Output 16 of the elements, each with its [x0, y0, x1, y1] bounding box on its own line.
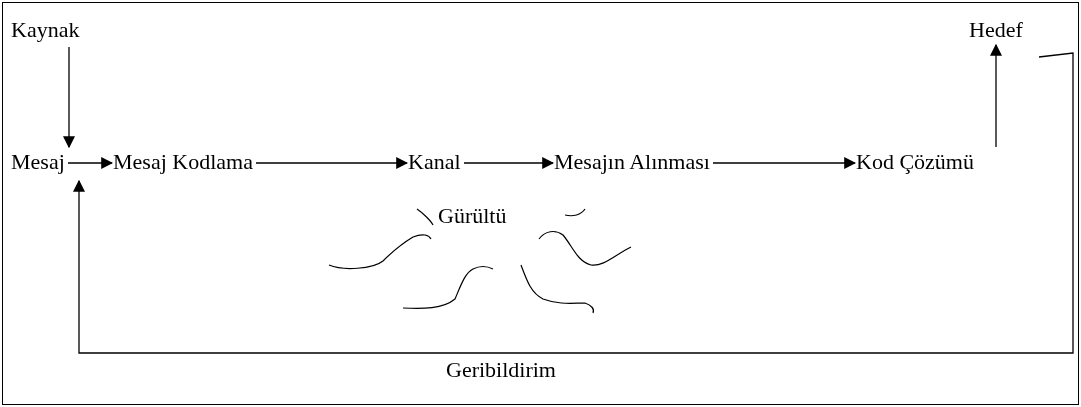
arrow: [712, 157, 857, 169]
node-label: Mesajın Alınması: [554, 149, 710, 175]
node-label: Mesaj Kodlama: [113, 149, 253, 175]
edge-label: Geribildirim: [446, 357, 556, 383]
noise-label: Gürültü: [438, 203, 507, 229]
node-label: Mesaj: [11, 149, 65, 175]
node-label: Kod Çözümü: [856, 149, 974, 175]
node-label: Kaynak: [11, 17, 80, 43]
arrow: [67, 157, 114, 169]
arrow: [255, 157, 409, 169]
arrow: [990, 43, 1002, 148]
node-label: Kanal: [408, 149, 461, 175]
node-label: Hedef: [969, 17, 1023, 43]
arrow: [63, 46, 75, 149]
arrow: [73, 52, 1074, 354]
arrow: [463, 157, 555, 169]
